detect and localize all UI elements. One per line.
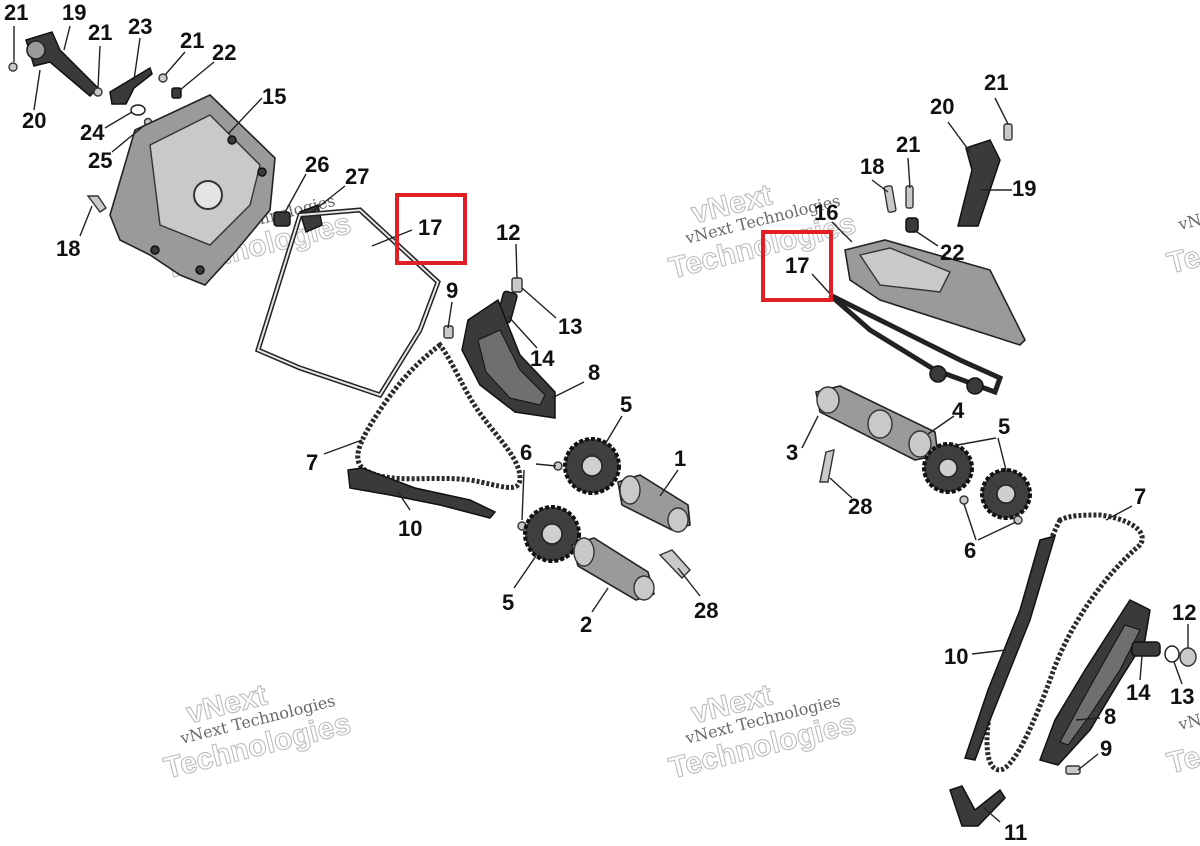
callout-17-highlighted: 17: [418, 215, 442, 240]
bolt-18-right: [883, 185, 897, 213]
sprocket-5a-right: [922, 442, 974, 494]
left-view-parts: [8, 31, 691, 601]
callout-20: 20: [930, 94, 954, 119]
callout-21: 21: [896, 132, 920, 157]
sprocket-5a-left: [563, 437, 621, 495]
camshaft-2-left: [571, 537, 655, 601]
callout-2: 2: [580, 612, 592, 637]
callout-21: 21: [4, 0, 28, 25]
callout-9: 9: [1100, 736, 1112, 761]
callout-3: 3: [786, 440, 798, 465]
callout-25: 25: [88, 148, 112, 173]
camshaft-1-left: [617, 474, 691, 533]
callout-21: 21: [88, 20, 112, 45]
callout-15: 15: [262, 84, 286, 109]
callout-17-highlighted: 17: [785, 253, 809, 278]
watermark-line2: vNext Technologies: [1175, 177, 1200, 234]
callout-23: 23: [128, 14, 152, 39]
bolt-12-right: [1179, 647, 1197, 667]
callout-9: 9: [446, 278, 458, 303]
callout-8: 8: [1104, 704, 1116, 729]
left-view-callouts: 21 19 21 23 21 22 20 24 25 15 18 26 27 1…: [4, 0, 718, 637]
sensor-28-left: [658, 549, 691, 580]
callout-21: 21: [984, 70, 1008, 95]
spacer-22-left: [171, 87, 182, 99]
callout-19: 19: [62, 0, 86, 25]
callout-11: 11: [1004, 820, 1027, 845]
sensor-28-right: [819, 449, 835, 483]
bolt-left-21b: [93, 87, 103, 97]
callout-7: 7: [306, 450, 318, 475]
spacer-14-right: [1131, 641, 1161, 657]
bolt-21-right-top: [1003, 123, 1013, 141]
chain-guide-10-right: [964, 534, 1057, 761]
valve-cover-left: [109, 94, 276, 286]
callout-26: 26: [305, 152, 329, 177]
sprocket-5b-right: [980, 468, 1032, 520]
bolt-left-21c: [158, 73, 168, 83]
callout-16: 16: [814, 200, 838, 225]
bolt-12-left: [511, 277, 523, 293]
callout-5: 5: [502, 590, 514, 615]
spacer-22-right: [905, 217, 919, 233]
callout-22: 22: [940, 240, 964, 265]
chain-guide-10-left: [347, 467, 497, 519]
callout-4: 4: [952, 398, 965, 423]
bolt-21-right: [905, 185, 914, 209]
callout-6: 6: [964, 538, 976, 563]
callout-28: 28: [848, 494, 872, 519]
callout-6: 6: [520, 440, 532, 465]
screw-6a-right: [959, 495, 969, 505]
callout-13: 13: [558, 314, 582, 339]
bolt-left-21a: [8, 62, 18, 72]
gasket-17-right: [828, 292, 1004, 396]
callout-21: 21: [180, 28, 204, 53]
watermark-bottom-right: vNext vNext Technologies Technologies: [665, 678, 860, 786]
callout-27: 27: [345, 164, 369, 189]
ignition-coil-right: [957, 139, 1001, 227]
callout-7: 7: [1134, 484, 1146, 509]
camshaft-3-right: [815, 385, 939, 461]
o-ring-24-left: [130, 104, 146, 116]
callout-12: 12: [1172, 600, 1196, 625]
dowel-9-right: [1065, 765, 1081, 775]
right-view-parts: [815, 123, 1197, 827]
bolt-18-left: [86, 195, 107, 213]
callout-10: 10: [398, 516, 422, 541]
guide-11-right: [949, 785, 1006, 827]
watermark-edge-right: vNext Technologies Technologies: [1163, 177, 1200, 281]
tensioner-guide-8-left: [461, 298, 556, 419]
callout-12: 12: [496, 220, 520, 245]
callout-5: 5: [998, 414, 1010, 439]
highlight-box-right: [761, 230, 833, 302]
callout-14: 14: [1126, 680, 1151, 705]
callout-18: 18: [56, 236, 80, 261]
highlight-box-left: [395, 193, 467, 265]
leader-lines: [13, 25, 1189, 823]
callout-24: 24: [80, 120, 105, 145]
callout-10: 10: [944, 644, 968, 669]
callout-19: 19: [1012, 176, 1036, 201]
gasket-17-left: [254, 207, 441, 399]
callout-28: 28: [694, 598, 718, 623]
sensor-26-left: [273, 211, 291, 227]
washer-13-right: [1164, 645, 1180, 663]
right-view-callouts: 21 20 18 21 19 16 22 17 4 5 3 28 7 6 12 …: [785, 70, 1196, 845]
callout-8: 8: [588, 360, 600, 385]
callout-1: 1: [674, 446, 686, 471]
callout-14: 14: [530, 346, 555, 371]
valve-cover-right: [844, 239, 1026, 346]
callout-18: 18: [860, 154, 884, 179]
callout-22: 22: [212, 40, 236, 65]
bracket-23-left: [109, 66, 153, 105]
watermark-bottom-left: vNext vNext Technologies Technologies: [160, 678, 355, 786]
callout-5: 5: [620, 392, 632, 417]
callout-20: 20: [22, 108, 46, 133]
callout-13: 13: [1170, 684, 1194, 709]
sprocket-5b-left: [523, 505, 581, 563]
